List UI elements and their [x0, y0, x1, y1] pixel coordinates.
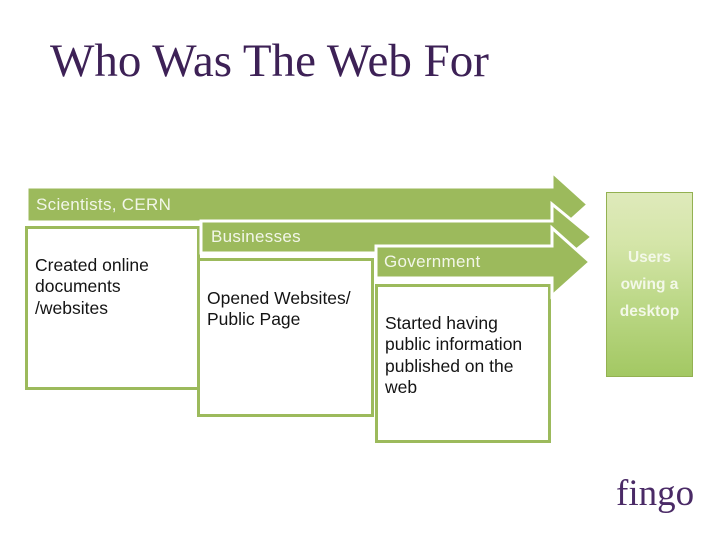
slide-title: Who Was The Web For — [50, 35, 489, 87]
end-node-users-text: Users owing a desktop — [619, 249, 680, 320]
stage-bar-label-businesses: Businesses — [211, 227, 301, 246]
stage-box-government-text: Started having public information publis… — [385, 312, 523, 398]
stage-box-government: Started having public information publis… — [375, 284, 551, 443]
stage-box-scientists-text: Created online documents /websites — [35, 254, 149, 318]
stage-bar-label-government: Government — [384, 252, 481, 271]
fingo-logo: fingo — [616, 473, 695, 514]
end-node-users: Users owing a desktop — [606, 192, 693, 377]
stage-bar-label-scientists: Scientists, CERN — [36, 194, 172, 214]
stage-box-scientists: Created online documents /websites — [25, 226, 200, 390]
stage-box-businesses-text: Opened Websites/ Public Page — [207, 287, 351, 330]
stage-box-businesses: Opened Websites/ Public Page — [197, 258, 374, 417]
